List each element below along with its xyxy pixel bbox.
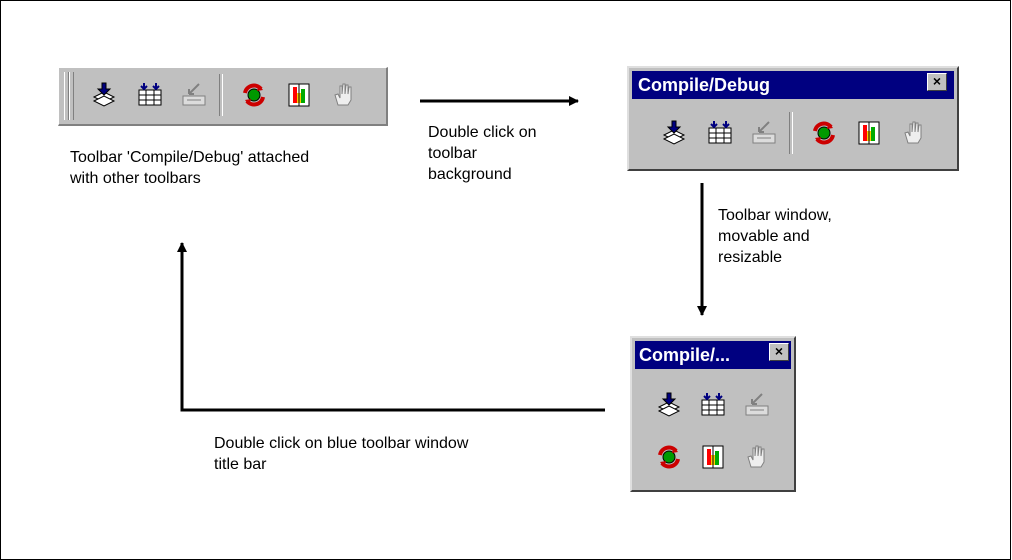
flow-arrows [177, 96, 707, 412]
toolbar-title: Compile/Debug [638, 75, 771, 95]
close-button[interactable]: × [769, 343, 789, 361]
compile-stack-icon[interactable] [89, 80, 119, 110]
build-grid-icon[interactable] [135, 80, 165, 110]
toolbar-separator [219, 74, 223, 116]
run-bars-icon[interactable] [854, 118, 884, 148]
arrow-back-to-dock [177, 242, 605, 412]
label-movable-resizable: Toolbar window, movable and resizable [718, 207, 832, 266]
hand-stop-disabled-icon[interactable] [899, 118, 929, 148]
toolbar-grip[interactable] [64, 72, 69, 120]
toolbar-separator [789, 112, 793, 154]
build-grid-icon[interactable] [698, 390, 728, 420]
label-double-click-title: Double click on blue toolbar window titl… [214, 435, 469, 473]
reset-cycle-icon[interactable] [239, 80, 269, 110]
floating-toolbar-wide[interactable]: Compile/Debug × [627, 66, 959, 171]
reset-cycle-icon[interactable] [809, 118, 839, 148]
reset-cycle-icon[interactable] [654, 442, 684, 472]
hand-stop-disabled-icon[interactable] [329, 80, 359, 110]
run-bars-icon[interactable] [284, 80, 314, 110]
toolbar-title: Compile/... [639, 345, 731, 365]
download-disabled-icon[interactable] [179, 80, 209, 110]
hand-stop-disabled-icon[interactable] [742, 442, 772, 472]
toolbar-title-bar[interactable]: Compile/Debug [632, 71, 954, 99]
floating-toolbar-narrow[interactable]: Compile/... × [630, 336, 796, 492]
compile-stack-icon[interactable] [659, 118, 689, 148]
build-grid-icon[interactable] [705, 118, 735, 148]
close-button[interactable]: × [927, 73, 947, 91]
label-double-click-background: Double click on toolbar background [428, 124, 537, 183]
download-disabled-icon[interactable] [742, 390, 772, 420]
docked-toolbar[interactable] [58, 67, 388, 126]
toolbar-title-bar[interactable]: Compile/... [635, 341, 791, 369]
compile-stack-icon[interactable] [654, 390, 684, 420]
download-disabled-icon[interactable] [749, 118, 779, 148]
toolbar-grip[interactable] [69, 72, 74, 120]
run-bars-icon[interactable] [698, 442, 728, 472]
docked-toolbar-caption: Toolbar 'Compile/Debug' attached with ot… [70, 149, 310, 187]
